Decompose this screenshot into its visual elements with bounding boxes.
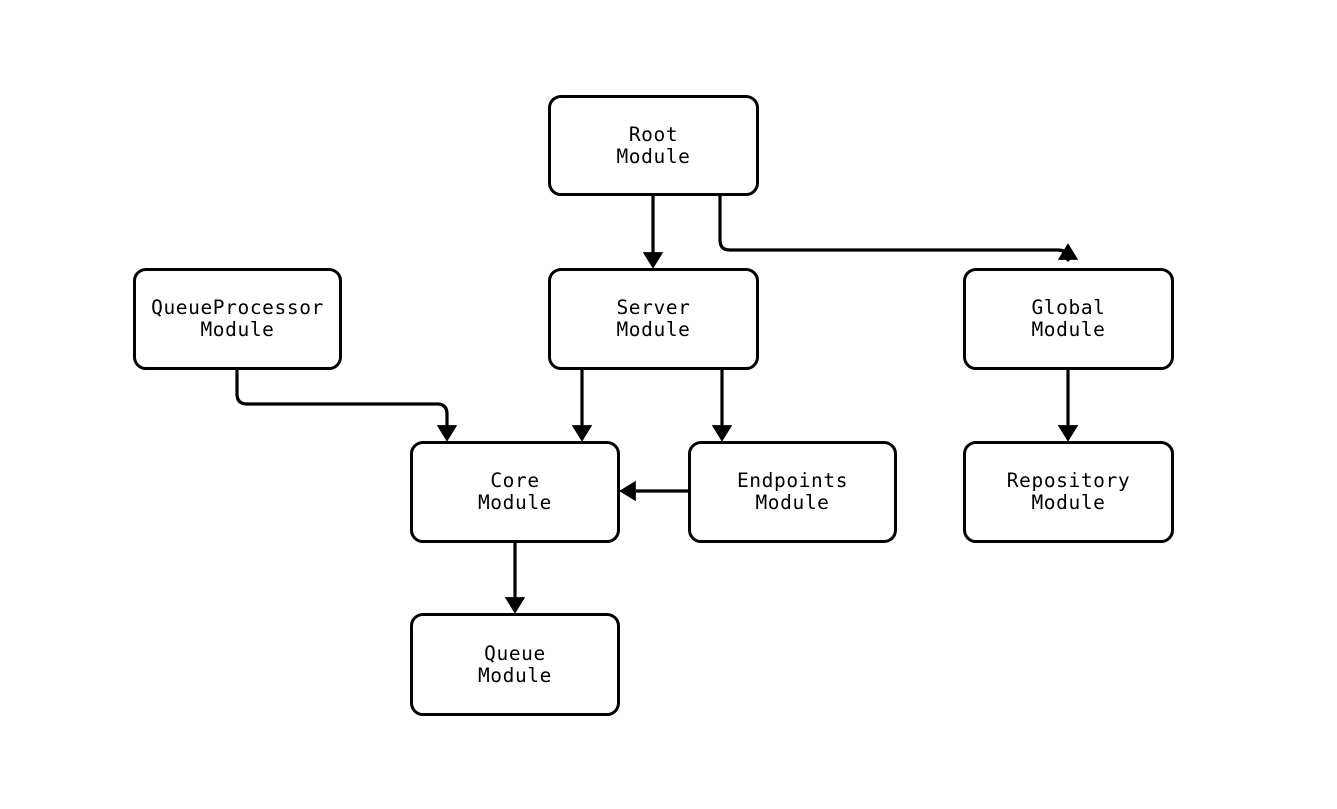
node-server-label-secondary: Module xyxy=(616,318,691,341)
node-queueprocessor-label-primary: QueueProcessor xyxy=(151,296,324,319)
node-queueprocessor-label-secondary: Module xyxy=(200,318,275,341)
node-repository-label-secondary: Module xyxy=(1031,491,1106,514)
node-repository-label-primary: Repository xyxy=(1006,469,1131,492)
node-core-label-primary: Core xyxy=(490,469,540,492)
node-endpoints-label-secondary: Module xyxy=(755,491,830,514)
node-root-label-secondary: Module xyxy=(616,144,691,168)
node-server-label-primary: Server xyxy=(616,296,691,319)
node-core-label-secondary: Module xyxy=(477,491,553,514)
edge-queueprocessor-to-core xyxy=(235,370,458,442)
node-endpoints-label-primary: Endpoints xyxy=(736,469,849,492)
node-global-label-secondary: Module xyxy=(1031,318,1106,341)
node-queue-label-secondary: Module xyxy=(477,663,553,687)
node-queue-label-primary: Queue xyxy=(484,641,546,665)
node-root-label-primary: Root xyxy=(628,122,679,146)
node-global-label-primary: Global xyxy=(1031,296,1106,319)
edge-root-to-global xyxy=(718,196,1079,262)
